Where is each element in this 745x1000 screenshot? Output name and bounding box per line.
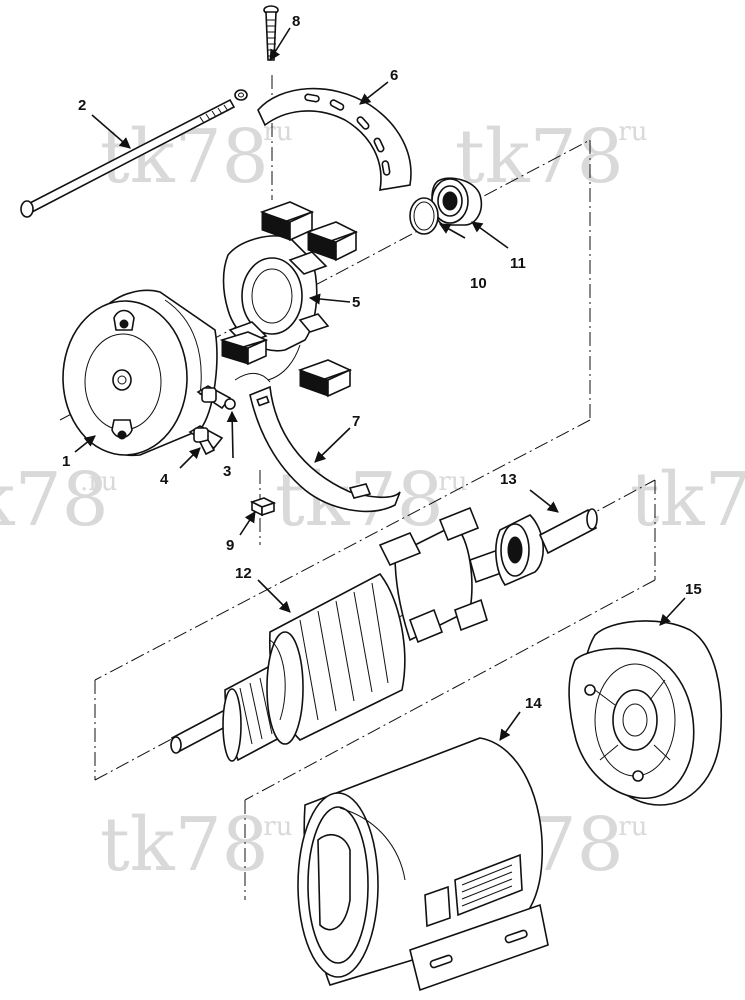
brush-bottom-right <box>297 359 353 398</box>
part-11-bearing <box>431 177 483 226</box>
callout-2: 2 <box>78 97 86 114</box>
part-1-end-bell <box>62 289 218 457</box>
svg-text:tk78: tk78 <box>455 114 624 200</box>
leader-lines <box>74 27 686 741</box>
svg-text:.ru: .ru <box>610 812 647 842</box>
callout-6: 6 <box>390 67 398 84</box>
watermark-5: tk78 <box>630 457 745 543</box>
callout-1: 1 <box>62 453 70 470</box>
brush-bottom-left <box>219 331 269 366</box>
part-3-terminal <box>196 385 236 410</box>
callout-11: 11 <box>510 255 526 272</box>
callout-13: 13 <box>500 471 517 488</box>
part-12-armature <box>170 506 545 762</box>
brush-top-left <box>259 201 315 242</box>
part-4-terminal <box>188 425 224 456</box>
callout-10: 10 <box>470 275 487 292</box>
part-5-brush-holder <box>219 201 359 398</box>
callout-12: 12 <box>235 565 252 582</box>
callout-9: 9 <box>226 537 234 554</box>
callout-4: 4 <box>160 471 169 488</box>
callout-labels: 1 2 3 4 5 6 7 8 9 10 11 12 13 14 15 <box>62 13 702 712</box>
part-7-strap <box>249 385 401 513</box>
watermark-6: tk78 .ru <box>100 802 292 888</box>
part-15-end-plate <box>568 620 723 806</box>
callout-7: 7 <box>352 413 360 430</box>
part-2-through-bolt <box>20 89 248 218</box>
svg-text:tk78: tk78 <box>630 457 745 543</box>
svg-text:.ru: .ru <box>255 117 292 147</box>
watermark-2: tk78 .ru <box>455 114 647 200</box>
svg-text:tk78: tk78 <box>0 457 109 543</box>
part-10-ring <box>409 197 439 235</box>
svg-text:.ru: .ru <box>430 467 467 497</box>
watermark-3: tk78 .ru <box>0 457 117 543</box>
callout-3: 3 <box>223 463 231 480</box>
part-6-strap <box>257 87 412 191</box>
svg-text:.ru: .ru <box>610 117 647 147</box>
callout-8: 8 <box>292 13 300 30</box>
part-13-shaft <box>538 508 598 555</box>
callout-5: 5 <box>352 294 360 311</box>
callout-14: 14 <box>525 695 542 712</box>
part-9-nut <box>249 497 277 517</box>
svg-text:tk78: tk78 <box>100 802 269 888</box>
callout-15: 15 <box>685 581 702 598</box>
part-14-housing <box>297 737 549 992</box>
brush-top-right <box>305 221 359 262</box>
svg-text:.ru: .ru <box>80 467 117 497</box>
svg-text:.ru: .ru <box>255 812 292 842</box>
